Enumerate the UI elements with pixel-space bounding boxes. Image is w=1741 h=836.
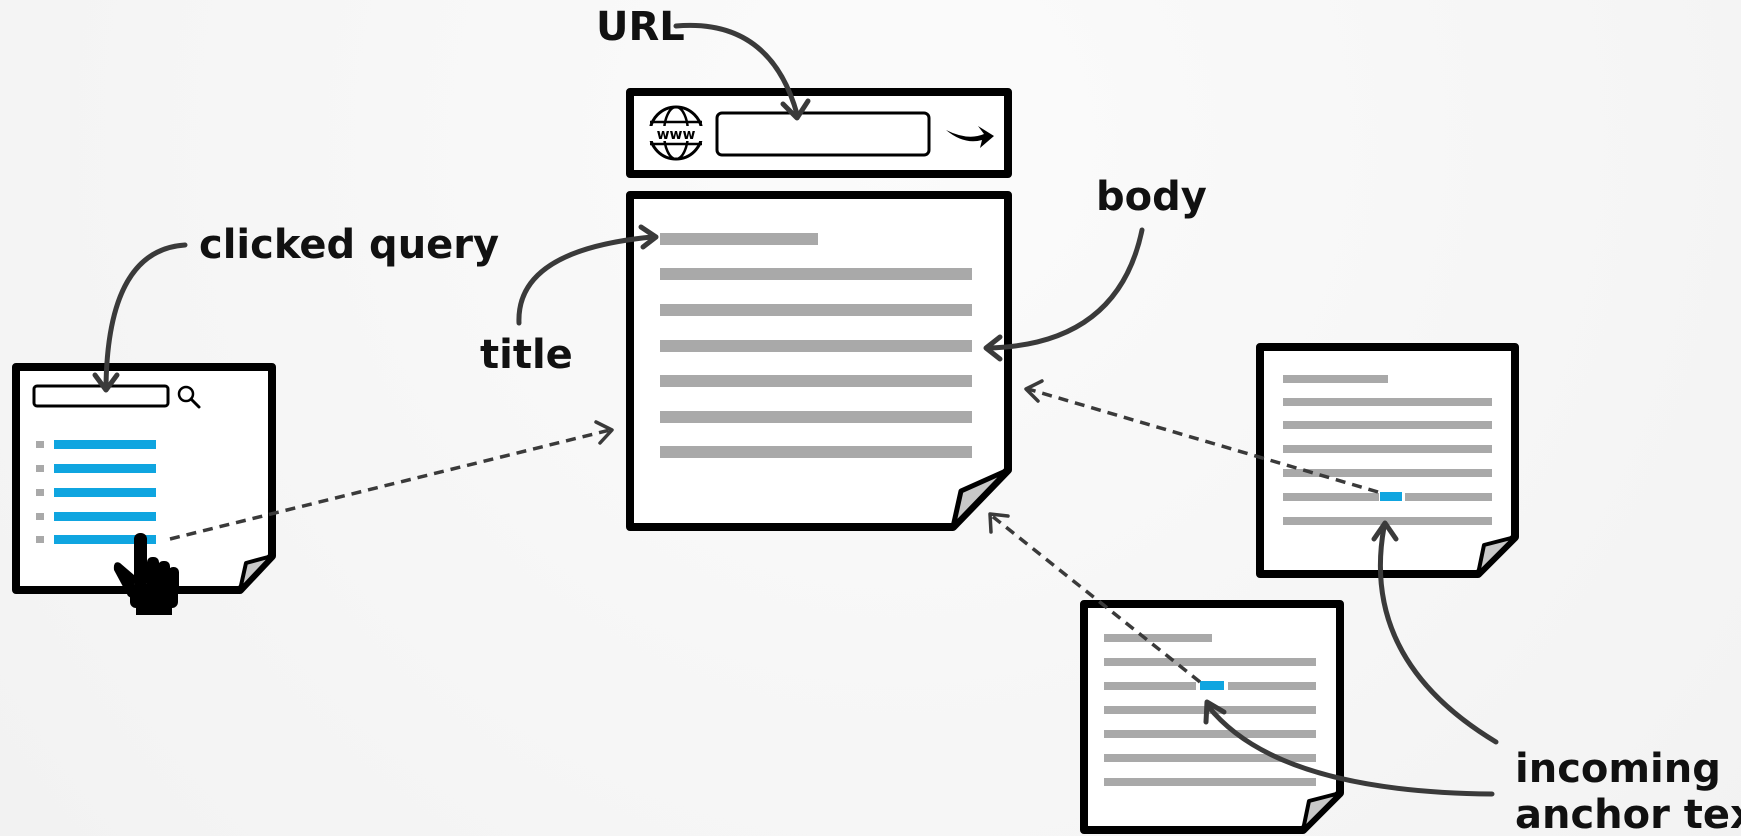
globe-www-icon: www (648, 105, 704, 161)
body-label: body (1096, 174, 1207, 220)
url-label: URL (596, 4, 685, 50)
search-box (32, 384, 170, 408)
magnifier-icon (177, 385, 201, 409)
clicked-query-label: clicked query (199, 222, 499, 268)
document-body-lines (660, 268, 972, 458)
go-arrow-icon (946, 126, 994, 148)
search-results-page (12, 363, 276, 615)
anchor-text-highlight (1200, 681, 1224, 690)
body-pointer-arrow (983, 227, 1145, 362)
incoming-label: incoming (1515, 746, 1721, 792)
page-curl (950, 467, 1011, 530)
anchor-text-highlight (1380, 492, 1402, 501)
pointing-hand-icon (113, 533, 179, 615)
referring-page-b (1080, 600, 1344, 834)
page-curl (1476, 535, 1517, 576)
inlink-arrow-a (1024, 379, 1379, 494)
page-curl (238, 554, 274, 592)
incoming-anchor-pointer-b (1203, 699, 1495, 797)
url-field (715, 111, 931, 157)
main-document (626, 191, 1012, 531)
svg-text:www: www (657, 127, 696, 143)
inlink-arrow-b (988, 512, 1202, 684)
anchor-text-label: anchor text (1515, 792, 1741, 836)
url-pointer-arrow (673, 22, 811, 121)
title-pointer-arrow (516, 224, 659, 326)
result-list (36, 440, 156, 544)
click-link-arrow (169, 420, 614, 541)
document-title-line (660, 233, 818, 245)
clicked-query-pointer-arrow (92, 242, 188, 393)
referring-page-a (1256, 343, 1519, 578)
incoming-anchor-pointer-a (1371, 520, 1499, 745)
page-curl (1301, 791, 1342, 832)
title-label: title (480, 332, 573, 378)
url-bar: www (626, 88, 1012, 178)
